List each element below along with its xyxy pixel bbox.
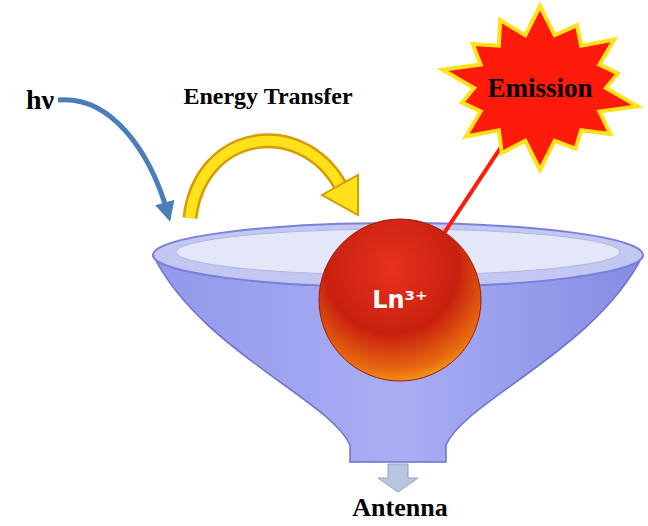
transfer-arrowhead bbox=[322, 175, 358, 215]
photon-arrow bbox=[58, 100, 168, 214]
node-text: Emission bbox=[487, 73, 592, 104]
node-text: Ln³⁺ bbox=[372, 286, 428, 314]
sphere-body bbox=[319, 219, 481, 381]
emission-line bbox=[445, 138, 507, 233]
ion-sphere: Ln³⁺ bbox=[317, 217, 483, 383]
emission-burst: Emission bbox=[436, 2, 644, 174]
antenna-label: Antenna bbox=[352, 493, 447, 523]
photon-label: hν bbox=[26, 84, 54, 116]
down-arrow bbox=[378, 464, 418, 492]
transfer-arrow bbox=[190, 141, 340, 218]
starburst bbox=[443, 6, 638, 170]
transfer-label: Energy Transfer bbox=[183, 83, 352, 110]
transfer-arrow-outline bbox=[190, 141, 340, 218]
